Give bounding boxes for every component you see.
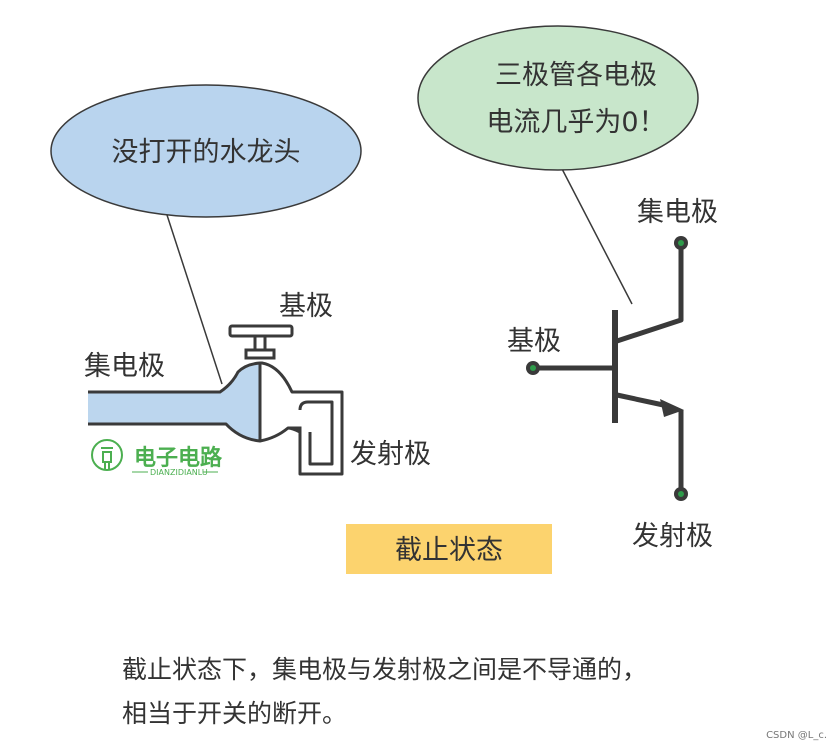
transistor-bubble-line1: 三极管各电极 xyxy=(495,60,657,91)
npn-transistor-symbol xyxy=(526,236,688,501)
transistor-emitter-label: 发射极 xyxy=(632,521,713,552)
watermark: CSDN @L_c. xyxy=(766,730,827,741)
emitter-arrow xyxy=(660,399,684,417)
faucet-handle-bar xyxy=(228,324,294,338)
emitter-terminal-dot-inner xyxy=(678,491,684,497)
transistor-bubble-shape xyxy=(417,25,699,171)
faucet-handle-cap xyxy=(244,348,276,360)
logo-text: 电子电路 xyxy=(134,445,223,471)
caption: 截止状态下，集电极与发射极之间是不导通的， 相当于开关的断开。 xyxy=(122,648,822,736)
cutoff-diagram: 没打开的水龙头 集电极 基极 发射极 电子电路 DIANZIDIANLU 三极管… xyxy=(50,25,718,574)
state-label-text: 截止状态 xyxy=(395,535,503,566)
pipe-water xyxy=(88,363,260,441)
faucet-illustration xyxy=(88,324,344,476)
faucet-collector-label: 集电极 xyxy=(84,351,165,382)
logo: 电子电路 DIANZIDIANLU xyxy=(91,439,223,477)
faucet-bubble-text: 没打开的水龙头 xyxy=(112,137,301,168)
faucet-emitter-label: 发射极 xyxy=(350,439,431,470)
spout-inner-curve xyxy=(298,400,334,466)
emitter-lead xyxy=(616,392,669,409)
spout-inner-line xyxy=(288,426,302,474)
collector-lead xyxy=(616,244,684,344)
base-terminal-dot-inner xyxy=(530,365,536,371)
faucet-bubble: 没打开的水龙头 xyxy=(50,84,362,385)
transistor-base-label: 基极 xyxy=(507,326,561,357)
caption-line-1: 截止状态下，集电极与发射极之间是不导通的， xyxy=(122,655,648,684)
transistor-bubble-pointer xyxy=(559,164,633,305)
transistor-bubble: 三极管各电极 电流几乎为0！ xyxy=(417,25,699,305)
faucet-base-label: 基极 xyxy=(279,291,333,322)
transistor-bubble-line2: 电流几乎为0！ xyxy=(486,107,665,138)
state-label-background xyxy=(346,524,552,574)
transistor-collector-label: 集电极 xyxy=(637,197,718,228)
collector-terminal-dot-inner xyxy=(678,240,684,246)
logo-subtext: DIANZIDIANLU xyxy=(150,468,208,477)
faucet-bubble-pointer xyxy=(166,214,223,385)
state-label-box: 截止状态 xyxy=(346,524,552,574)
logo-bulb-glyph xyxy=(101,447,113,470)
caption-line-2: 相当于开关的断开。 xyxy=(122,699,348,728)
faucet-bubble-shape xyxy=(50,84,362,218)
logo-bulb-icon xyxy=(91,439,123,471)
